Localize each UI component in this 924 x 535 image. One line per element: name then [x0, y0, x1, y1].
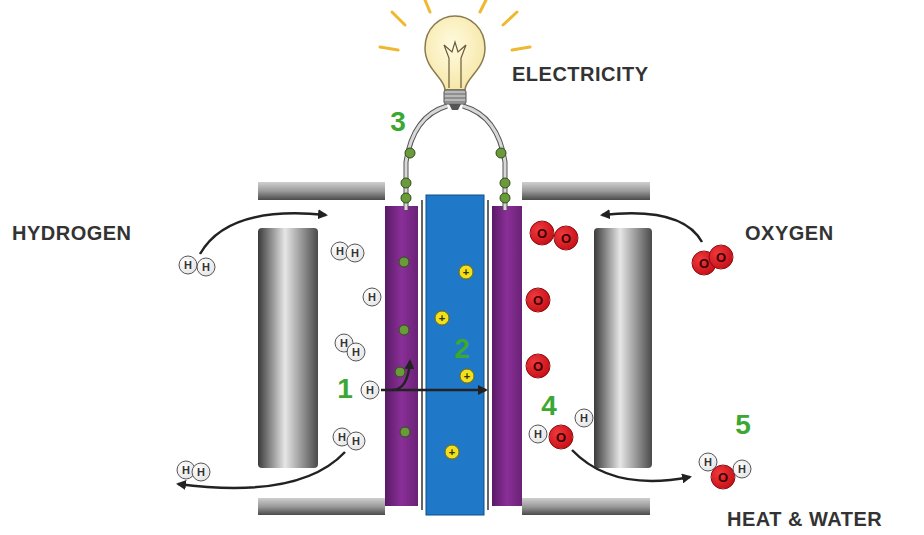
cathode	[492, 206, 522, 506]
hydrogen-atom: H	[733, 460, 752, 479]
hydrogen-ion: +	[460, 369, 475, 384]
hydrogen-ion: +	[435, 311, 450, 326]
separator-line	[421, 200, 423, 510]
flow-arrow	[178, 213, 702, 488]
hydrogen-ion: +	[459, 265, 474, 280]
light-bulb	[380, 0, 530, 110]
hydrogen-ion: +	[445, 445, 460, 460]
hydrogen-atom: H	[179, 256, 198, 275]
oxygen-atom: O	[549, 425, 574, 450]
callout-number: 1	[337, 373, 353, 405]
hydrogen-atom: H	[529, 425, 548, 444]
oxygen-atom: O	[526, 354, 551, 379]
end-plate	[258, 182, 652, 515]
callout-number: 3	[390, 106, 406, 138]
hydrogen-atom: H	[192, 463, 211, 482]
caption-label: HYDROGEN	[12, 222, 132, 245]
external-wire	[406, 106, 505, 210]
callout-number: 5	[735, 409, 751, 441]
electron	[395, 148, 510, 437]
oxygen-atom: O	[554, 226, 579, 251]
callout-number: 2	[454, 333, 470, 365]
separator-line	[487, 200, 489, 510]
caption-label: HEAT & WATER	[727, 508, 882, 531]
hydrogen-atom: H	[347, 343, 366, 362]
oxygen-atom: O	[526, 288, 551, 313]
oxygen-atom: O	[709, 245, 734, 270]
caption-label: ELECTRICITY	[512, 63, 649, 86]
hydrogen-atom: H	[575, 409, 594, 428]
hydrogen-atom: H	[197, 258, 216, 277]
hydrogen-atom: H	[363, 288, 382, 307]
hydrogen-atom: H	[347, 432, 366, 451]
hydrogen-atom: H	[346, 244, 365, 263]
anode	[385, 206, 418, 506]
caption-label: OXYGEN	[745, 222, 834, 245]
oxygen-atom: O	[530, 221, 555, 246]
hydrogen-atom: H	[361, 381, 380, 400]
callout-number: 4	[541, 390, 557, 422]
electrolyte-membrane	[426, 195, 484, 515]
